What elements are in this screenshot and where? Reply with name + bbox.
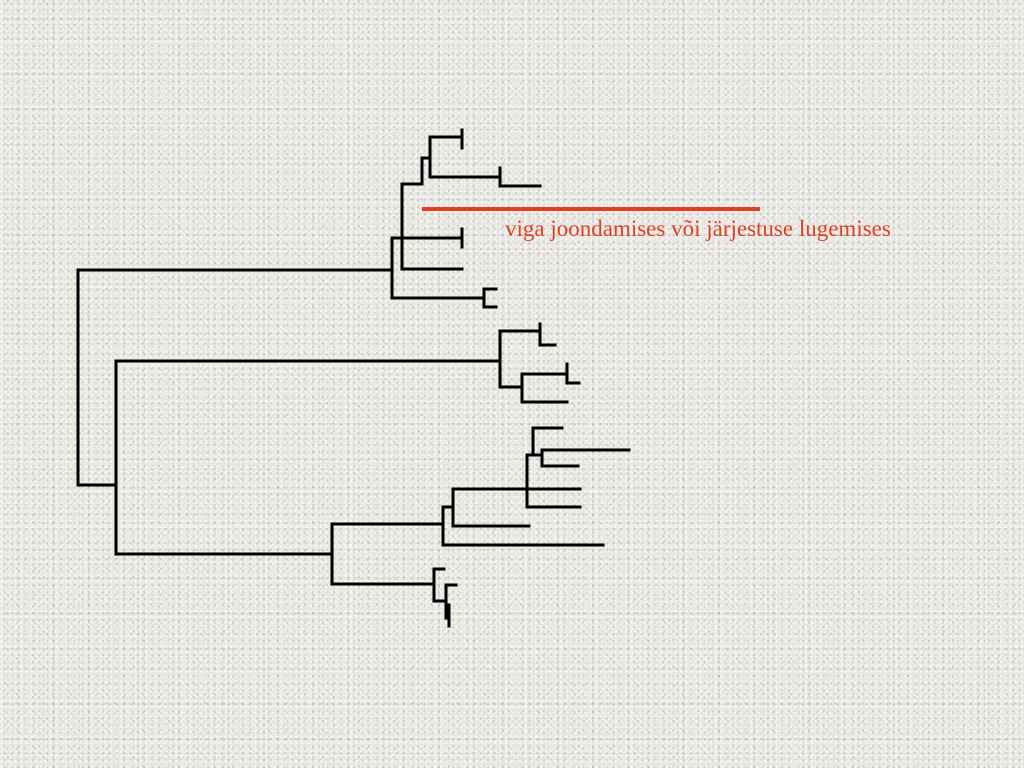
bottom-subclade-a: [441, 487, 605, 547]
middle-clade: [498, 322, 557, 389]
top-subclade-b: [400, 182, 464, 271]
top-leaf-a2: [498, 166, 542, 188]
root-branch: [76, 268, 394, 487]
top-leaf-c: [390, 287, 498, 309]
bottom-clade-stem: [330, 522, 445, 586]
lower-split: [114, 359, 502, 556]
bottom-subclade-c: [432, 567, 458, 628]
tree-branches: [76, 128, 631, 628]
error-annotation: viga joondamises või järjestuse lugemise…: [505, 216, 891, 241]
middle-subclade: [520, 362, 581, 404]
bottom-subclade-b: [525, 426, 631, 509]
top-subclade-a: [390, 135, 502, 240]
